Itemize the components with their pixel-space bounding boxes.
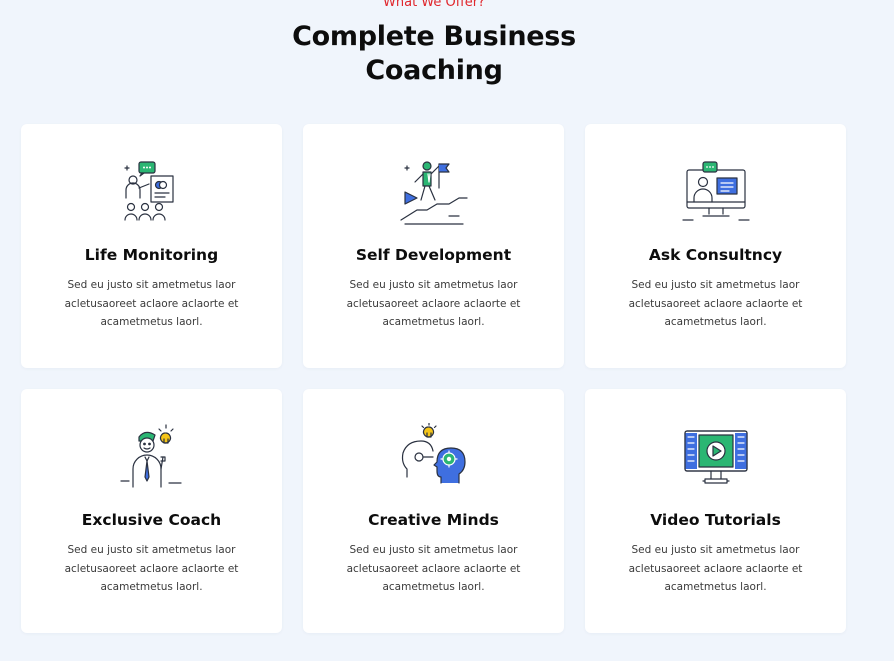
card-description: Sed eu justo sit ametmetus laor acletusa… [628,544,803,593]
service-card-creative-minds[interactable]: Creative Minds Sed eu justo sit ametmetu… [303,389,564,633]
service-card-self-development[interactable]: Self Development Sed eu justo sit ametme… [303,124,564,368]
section-title-line-1: Complete Business [292,21,576,52]
card-title: Exclusive Coach [81,511,222,529]
card-description: Sed eu justo sit ametmetus laor acletusa… [64,544,239,593]
creative-mind-icon [303,423,564,493]
card-title: Self Development [355,246,512,264]
card-description: Sed eu justo sit ametmetus laor acletusa… [64,279,239,328]
card-description: Sed eu justo sit ametmetus laor acletusa… [346,544,521,593]
climbing-flag-icon [303,158,564,228]
card-title: Ask Consultncy [648,246,783,264]
video-tutorial-icon [585,423,846,493]
coach-idea-icon [21,423,282,493]
section-title-line-2: Coaching [365,55,503,86]
service-card-video-tutorials[interactable]: Video Tutorials Sed eu justo sit ametmet… [585,389,846,633]
section-title: Complete Business Coaching [0,20,868,88]
card-title: Video Tutorials [650,511,781,529]
service-card-life-monitoring[interactable]: Life Monitoring Sed eu justo sit ametmet… [21,124,282,368]
card-title: Life Monitoring [84,246,219,264]
card-description: Sed eu justo sit ametmetus laor acletusa… [628,279,803,328]
service-card-ask-consultncy[interactable]: Ask Consultncy Sed eu justo sit ametmetu… [585,124,846,368]
presentation-audience-icon [21,158,282,228]
card-title: Creative Minds [368,511,499,529]
online-consultant-icon [585,158,846,228]
card-description: Sed eu justo sit ametmetus laor acletusa… [346,279,521,328]
service-card-exclusive-coach[interactable]: Exclusive Coach Sed eu justo sit ametmet… [21,389,282,633]
section-eyebrow: What We Offer? [383,0,485,10]
